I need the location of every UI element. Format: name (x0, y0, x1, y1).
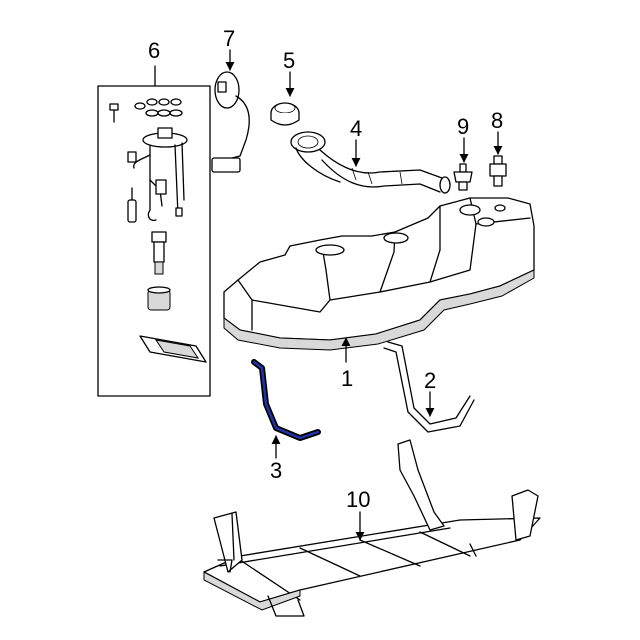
callout-3: 3 (270, 458, 282, 483)
callout-2: 2 (424, 368, 436, 393)
tank-strap[interactable] (383, 341, 475, 433)
leader-lines (225, 49, 503, 541)
callout-1: 1 (341, 366, 353, 391)
callout-5: 5 (283, 48, 295, 73)
fuel-level-sender[interactable] (211, 71, 250, 173)
callout-10: 10 (346, 487, 370, 512)
callout-8: 8 (491, 108, 503, 133)
fuel-cap[interactable] (270, 102, 300, 126)
callout-4: 4 (350, 116, 362, 141)
filler-neck[interactable] (290, 131, 451, 194)
tank-strap-highlighted[interactable] (251, 359, 321, 441)
sender-unit (127, 127, 188, 222)
callout-6: 6 (148, 38, 160, 63)
screw-part (109, 103, 119, 123)
strainer-part (147, 286, 171, 311)
vent-valve-8[interactable] (489, 155, 507, 187)
fuel-pump-motor (151, 231, 167, 275)
fuel-pump-kit-group[interactable] (97, 65, 211, 397)
callout-labels: 1 2 3 4 5 6 7 8 9 10 (148, 26, 503, 512)
filter-part (127, 187, 137, 223)
fuel-tank[interactable] (223, 197, 535, 351)
kit-box-outline (97, 85, 211, 397)
callout-7: 7 (223, 26, 235, 51)
skid-plate[interactable] (203, 439, 541, 617)
callout-9: 9 (457, 114, 469, 139)
vent-valve-9[interactable] (453, 163, 473, 191)
gasket-plate (139, 335, 207, 363)
o-ring-set (134, 98, 183, 117)
